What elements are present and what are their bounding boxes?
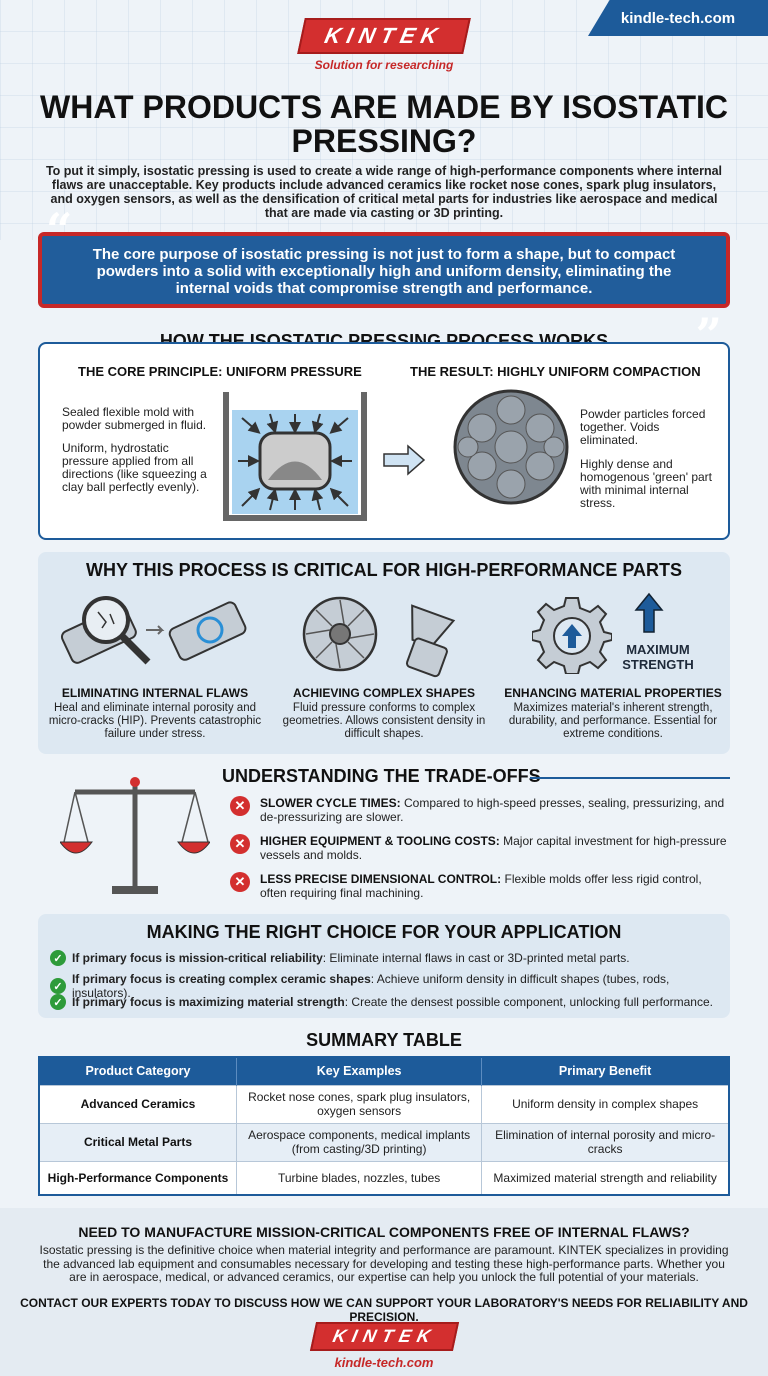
tradeoff-cycle-times: ✕ SLOWER CYCLE TIMES: Compared to high-s… [230,796,730,824]
green-part-text: Highly dense and homogenous 'green' part… [580,457,713,510]
tradeoffs-title: UNDERSTANDING THE TRADE-OFFS [222,766,541,786]
why-item-heading: ELIMINATING INTERNAL FLAWS [61,686,249,700]
tradeoff-costs: ✕ HIGHER EQUIPMENT & TOOLING COSTS: Majo… [230,834,730,862]
choice-label: If primary focus is maximizing material … [72,995,345,1009]
table-cell: Turbine blades, nozzles, tubes [236,1160,483,1195]
check-icon: ✓ [50,994,66,1010]
table-cell: Advanced Ceramics [39,1084,237,1123]
cracked-pipe-icon [60,596,247,665]
tradeoffs-divider [530,777,730,779]
pressure-text: Uniform, hydrostatic pressure applied fr… [62,441,207,494]
gear-icon [532,597,612,674]
why-item-properties: ENHANCING MATERIAL PROPERTIES Maximizes … [500,686,726,741]
process-box: THE CORE PRINCIPLE: UNIFORM PRESSURE THE… [38,342,730,540]
choice-item-reliability: ✓ If primary focus is mission-critical r… [50,950,630,966]
compacted-part-icon [453,389,569,505]
table-cell: Maximized material strength and reliabil… [481,1160,730,1195]
open-quote-icon: “ [46,203,73,257]
page-title: WHAT PRODUCTS ARE MADE BY ISOSTATIC PRES… [40,89,728,159]
tradeoff-text: Flexible molds offer less rigid control,… [260,872,702,900]
table-row: Advanced Ceramics Rocket nose cones, spa… [39,1084,730,1123]
quote-box: “ The core purpose of isostatic pressing… [38,207,730,358]
arrow-right-icon [383,444,426,476]
choice-label: If primary focus is creating complex cer… [71,972,371,986]
footer-logo: KINTEK kindle-tech.com [0,1322,768,1370]
choice-text: : Achieve uniform density in difficult s… [71,972,670,1000]
why-item-desc: Heal and eliminate internal porosity and… [48,702,262,740]
table-cell: Rocket nose cones, spark plug insulators… [236,1084,483,1123]
table-header-row: Product Category Key Examples Primary Be… [39,1057,730,1085]
balance-scale-icon [60,777,210,894]
site-url-banner[interactable]: kindle-tech.com [588,0,768,36]
table-cell: Uniform density in complex shapes [481,1084,730,1123]
arrow-up-icon [634,592,664,633]
cta-contact-link[interactable]: CONTACT OUR EXPERTS TODAY TO DISCUSS HOW… [20,1296,748,1324]
x-icon: ✕ [230,872,250,892]
maximum-strength-label: MAXIMUM STRENGTH [622,642,694,672]
mold-text: Sealed flexible mold with powder submerg… [62,405,207,432]
tradeoff-text: Major capital investment for high-pressu… [260,834,727,862]
core-principle-heading: THE CORE PRINCIPLE: UNIFORM PRESSURE [78,364,362,379]
why-section-title: WHY THIS PROCESS IS CRITICAL FOR HIGH-PE… [85,560,683,580]
table-header: Key Examples [236,1057,483,1085]
header-logo: KINTEK Solution for researching [0,18,768,72]
why-item-heading: ACHIEVING COMPLEX SHAPES [292,686,476,700]
why-item-desc: Fluid pressure conforms to complex geome… [282,702,486,740]
why-item-desc: Maximizes material's inherent strength, … [508,702,718,740]
choice-item-strength: ✓ If primary focus is maximizing materia… [50,994,713,1010]
tradeoff-dimensional-control: ✕ LESS PRECISE DIMENSIONAL CONTROL: Flex… [230,872,730,900]
footer-url-link[interactable]: kindle-tech.com [334,1355,434,1370]
why-section: WHY THIS PROCESS IS CRITICAL FOR HIGH-PE… [38,552,730,754]
choice-label: If primary focus is mission-critical rel… [72,951,323,965]
summary-title: SUMMARY TABLE [264,1030,504,1051]
tradeoff-label: SLOWER CYCLE TIMES: [260,796,401,810]
cta-title: NEED TO MANUFACTURE MISSION-CRITICAL COM… [78,1224,690,1240]
table-cell: High-Performance Components [39,1160,237,1195]
check-icon: ✓ [50,950,66,966]
table-header: Product Category [39,1057,237,1085]
intro-paragraph: To put it simply, isostatic pressing is … [45,164,723,220]
x-icon: ✕ [230,796,250,816]
choice-item-ceramic: ✓ If primary focus is creating complex c… [50,972,730,1000]
turbine-nozzle-icon [302,596,456,678]
why-item-flaws: ELIMINATING INTERNAL FLAWS Heal and elim… [42,686,268,741]
cta-body: Isostatic pressing is the definitive cho… [39,1243,729,1284]
tradeoff-text: Compared to high-speed presses, sealing,… [260,796,725,824]
logo-tagline: Solution for researching [314,58,454,72]
choice-text: : Create the densest possible component,… [344,995,713,1009]
particles-text: Powder particles forced together. Voids … [580,407,706,447]
why-item-heading: ENHANCING MATERIAL PROPERTIES [504,686,722,700]
table-row: Critical Metal Parts Aerospace component… [39,1122,730,1161]
check-icon: ✓ [50,978,66,994]
table-cell: Critical Metal Parts [39,1122,237,1161]
kintek-logo: KINTEK [309,1322,459,1351]
tradeoff-label: HIGHER EQUIPMENT & TOOLING COSTS: [260,834,500,848]
table-row: High-Performance Components Turbine blad… [39,1160,730,1195]
table-cell: Elimination of internal porosity and mic… [481,1122,730,1161]
kintek-logo: KINTEK [297,18,471,54]
quote-text: The core purpose of isostatic pressing i… [92,246,676,297]
table-cell: Aerospace components, medical implants (… [236,1122,483,1161]
cta-section: NEED TO MANUFACTURE MISSION-CRITICAL COM… [0,1208,768,1376]
choice-text: : Eliminate internal flaws in cast or 3D… [322,951,630,965]
table-header: Primary Benefit [481,1057,730,1085]
result-heading: THE RESULT: HIGHLY UNIFORM COMPACTION [410,364,701,379]
summary-table: Product Category Key Examples Primary Be… [38,1056,730,1196]
tradeoff-label: LESS PRECISE DIMENSIONAL CONTROL: [260,872,502,886]
choice-section: MAKING THE RIGHT CHOICE FOR YOUR APPLICA… [38,914,730,1018]
why-item-shapes: ACHIEVING COMPLEX SHAPES Fluid pressure … [271,686,497,741]
x-icon: ✕ [230,834,250,854]
pressure-vessel-icon [223,392,367,521]
choice-section-title: MAKING THE RIGHT CHOICE FOR YOUR APPLICA… [146,922,622,942]
